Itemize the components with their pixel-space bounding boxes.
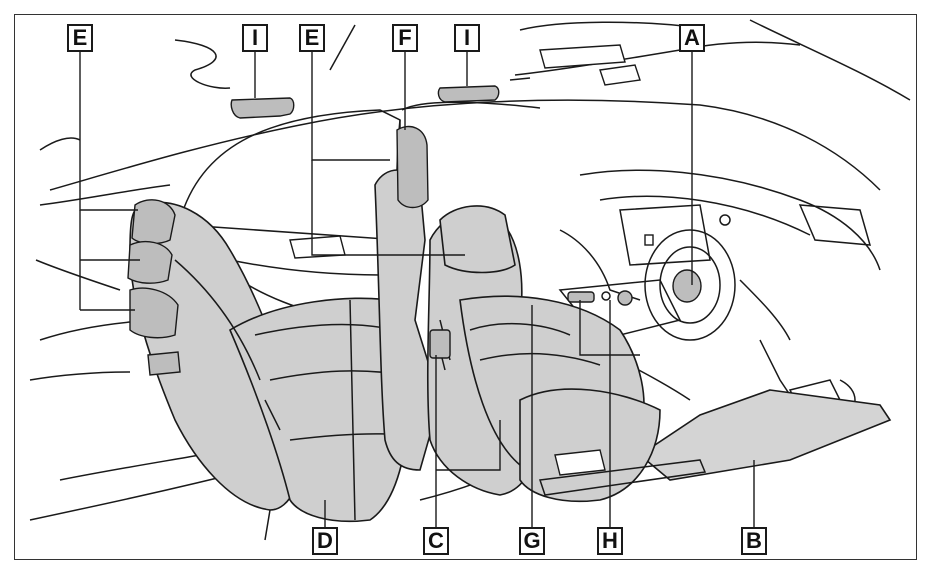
floor-mat	[640, 390, 890, 480]
callout-label-i: I	[454, 24, 480, 52]
overhead-console	[510, 45, 640, 85]
callout-label-c: C	[423, 527, 449, 555]
callout-label-f: F	[392, 24, 418, 52]
callout-label-e: E	[299, 24, 325, 52]
callout-label-g: G	[519, 527, 545, 555]
callout-label-a: A	[679, 24, 705, 52]
callout-label-e: E	[67, 24, 93, 52]
callout-label-i: I	[242, 24, 268, 52]
callout-label-b: B	[741, 527, 767, 555]
front-seat	[375, 126, 705, 501]
callout-label-h: H	[597, 527, 623, 555]
callout-label-d: D	[312, 527, 338, 555]
